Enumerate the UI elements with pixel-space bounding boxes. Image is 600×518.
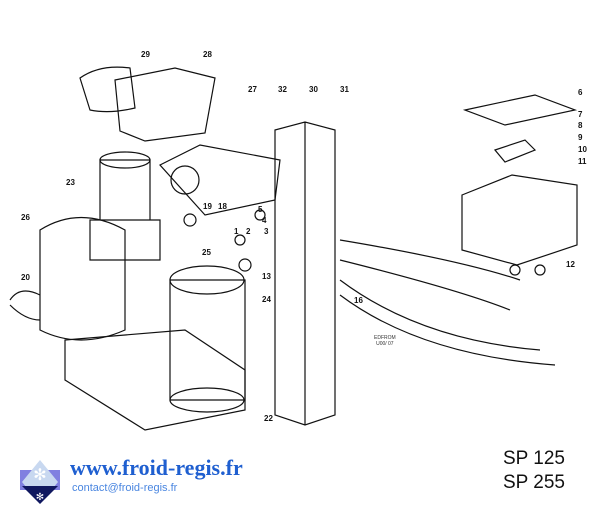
- callout-29: 29: [141, 50, 150, 59]
- callout-5: 5: [258, 205, 263, 214]
- part-27: [159, 144, 281, 216]
- callout-13: 13: [262, 272, 271, 281]
- stamp-line-2: U00/ 07: [376, 341, 394, 347]
- callout-30: 30: [309, 85, 318, 94]
- part-23: [89, 159, 161, 261]
- stamp-line-1: EDFROM: [374, 335, 396, 341]
- callout-4: 4: [262, 216, 267, 225]
- callout-12: 12: [566, 260, 575, 269]
- svg-text:✻: ✻: [33, 467, 46, 484]
- callout-27: 27: [248, 85, 257, 94]
- callout-25: 25: [202, 248, 211, 257]
- part-12: [461, 174, 578, 266]
- part-6: [462, 94, 578, 126]
- callout-9: 9: [578, 133, 583, 142]
- callout-26: 26: [21, 213, 30, 222]
- callout-6: 6: [578, 88, 583, 97]
- callout-1: 1: [234, 227, 239, 236]
- callout-20: 20: [21, 273, 30, 282]
- svg-text:✻: ✻: [36, 492, 44, 503]
- callout-23: 23: [66, 178, 75, 187]
- website-link[interactable]: www.froid-regis.fr: [70, 455, 243, 480]
- callout-8: 8: [578, 121, 583, 130]
- callout-22: 22: [264, 414, 273, 423]
- callout-11: 11: [578, 157, 587, 166]
- base: [64, 329, 246, 431]
- contact-email-link[interactable]: contact@froid-regis.fr: [72, 482, 178, 494]
- hose-16: [339, 239, 556, 366]
- part-9: [493, 139, 537, 163]
- snowflake-logo-icon: ✻ ✻: [20, 460, 60, 504]
- callout-31: 31: [340, 85, 349, 94]
- callout-18: 18: [218, 202, 227, 211]
- callout-24: 24: [262, 295, 271, 304]
- model-label-1: SP 125: [503, 448, 565, 469]
- callout-19: 19: [203, 202, 212, 211]
- manufacturer-stamp: EDFROM U00/ 07: [374, 335, 396, 347]
- hose-20: [9, 290, 41, 321]
- callout-28: 28: [203, 50, 212, 59]
- callout-16: 16: [354, 296, 363, 305]
- callout-32: 32: [278, 85, 287, 94]
- part-22: [169, 279, 246, 401]
- part-28: [114, 67, 216, 142]
- callout-2: 2: [246, 227, 251, 236]
- part-29: [79, 66, 136, 113]
- part-30: [274, 121, 336, 426]
- model-label-2: SP 255: [503, 472, 565, 493]
- callout-7: 7: [578, 110, 583, 119]
- callout-3: 3: [264, 227, 269, 236]
- part-26: [39, 216, 126, 341]
- callout-10: 10: [578, 145, 587, 154]
